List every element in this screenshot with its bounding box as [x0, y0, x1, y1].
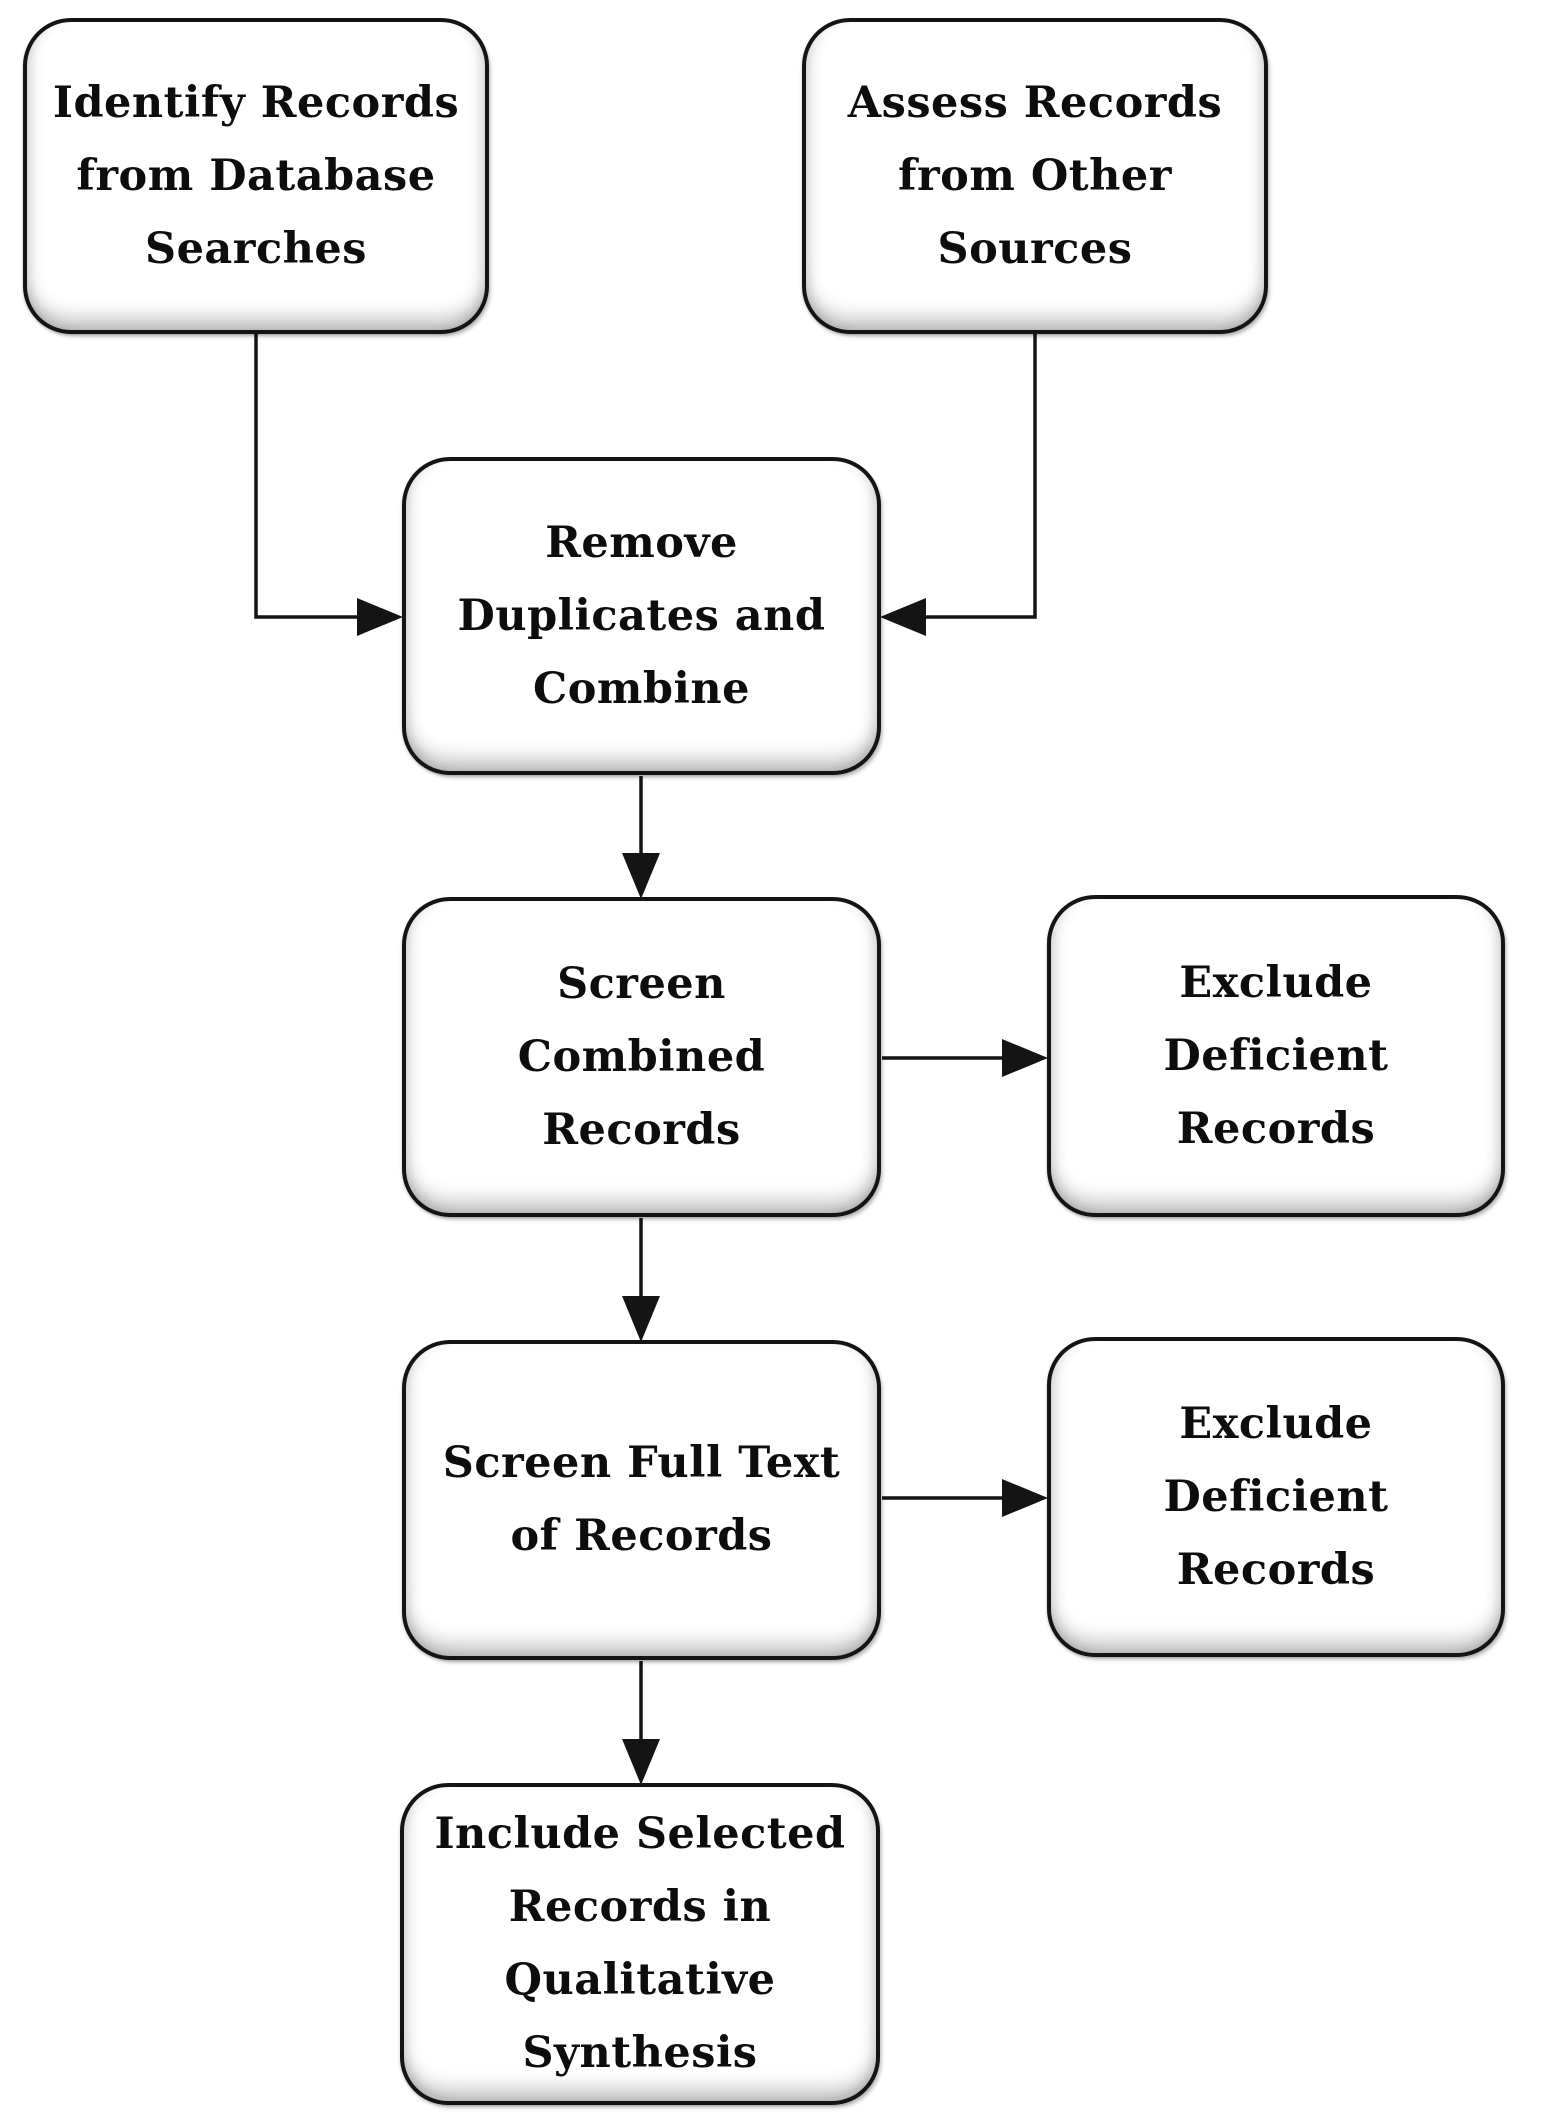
node-exclude-deficient-records-2-label: Exclude Deficient Records [1163, 1398, 1389, 1595]
edge-remove-to-screen-combined [622, 776, 660, 899]
edge-assess-to-remove [880, 334, 1037, 636]
node-exclude-deficient-records-1: Exclude Deficient Records [1047, 895, 1505, 1217]
node-identify-records: Identify Records from Database Searches [23, 18, 489, 334]
node-identify-records-label: Identify Records from Database Searches [52, 77, 460, 274]
edge-screen-combined-to-exclude-1 [882, 1039, 1048, 1077]
node-include-selected-records: Include Selected Records in Qualitative … [400, 1783, 880, 2105]
node-screen-combined-records: Screen Combined Records [402, 897, 881, 1217]
node-screen-combined-records-label: Screen Combined Records [517, 958, 766, 1155]
edge-screen-combined-to-screen-fulltext [622, 1218, 660, 1342]
edge-screen-fulltext-to-include [622, 1661, 660, 1785]
edge-screen-fulltext-to-exclude-2 [882, 1479, 1048, 1517]
node-assess-records: Assess Records from Other Sources [802, 18, 1268, 334]
node-remove-duplicates: Remove Duplicates and Combine [402, 457, 881, 775]
node-include-selected-records-label: Include Selected Records in Qualitative … [434, 1809, 846, 2078]
node-exclude-deficient-records-1-label: Exclude Deficient Records [1163, 957, 1389, 1154]
node-assess-records-label: Assess Records from Other Sources [847, 77, 1223, 274]
node-screen-full-text: Screen Full Text of Records [402, 1340, 881, 1660]
edge-identify-to-remove [254, 334, 403, 636]
node-screen-full-text-label: Screen Full Text of Records [442, 1438, 841, 1561]
node-exclude-deficient-records-2: Exclude Deficient Records [1047, 1337, 1505, 1657]
node-remove-duplicates-label: Remove Duplicates and Combine [457, 517, 826, 714]
